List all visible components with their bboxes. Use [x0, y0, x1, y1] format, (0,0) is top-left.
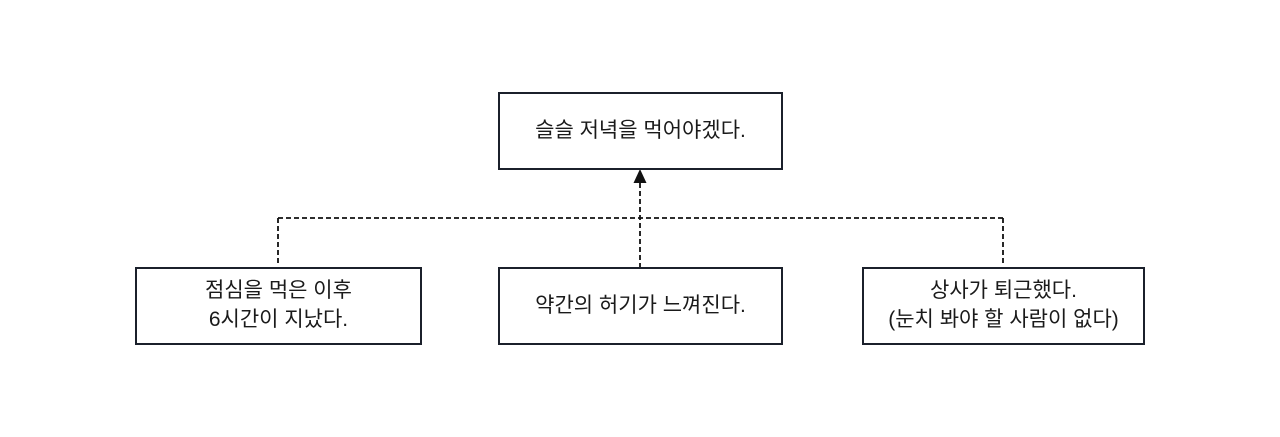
premise-text-3: 상사가 퇴근했다. (눈치 봐야 할 사람이 없다)	[888, 279, 1119, 331]
conclusion-text: 슬슬 저녁을 먹어야겠다.	[535, 118, 746, 142]
arrowhead-up-icon	[633, 169, 647, 183]
premise-text-1: 점심을 먹은 이후 6시간이 지났다.	[205, 279, 352, 331]
premise-box-3: 상사가 퇴근했다. (눈치 봐야 할 사람이 없다)	[862, 267, 1145, 345]
conclusion-box: 슬슬 저녁을 먹어야겠다.	[498, 92, 783, 170]
premise-box-2: 약간의 허기가 느껴진다.	[498, 267, 783, 345]
premise-text-2: 약간의 허기가 느껴진다.	[535, 293, 746, 317]
premise-box-1: 점심을 먹은 이후 6시간이 지났다.	[135, 267, 422, 345]
